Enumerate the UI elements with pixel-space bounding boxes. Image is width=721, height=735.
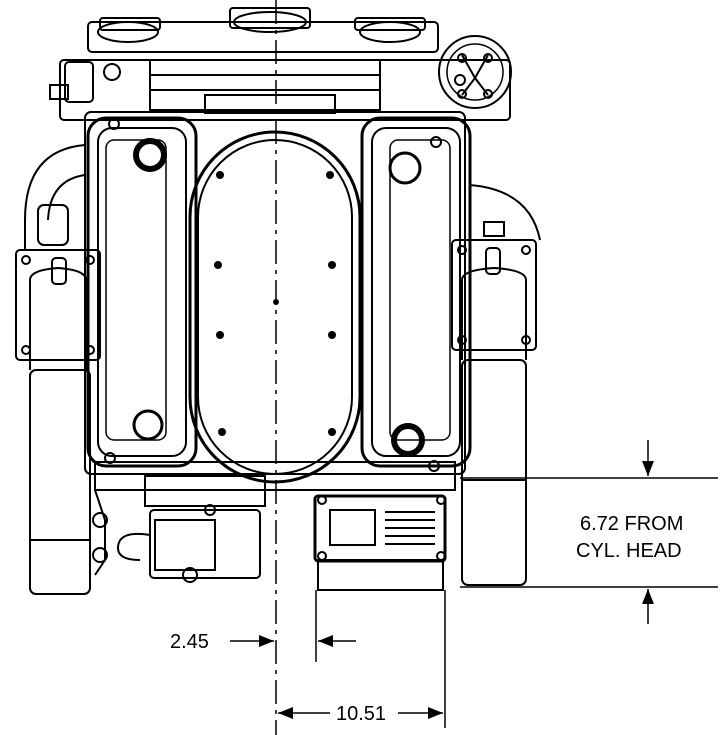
intake-plenum <box>188 130 362 484</box>
control-module <box>313 494 447 591</box>
left-valve-cover <box>86 116 198 468</box>
right-exhaust-pipe <box>461 359 527 586</box>
height-dimension-label-line1: 6.72 FROM <box>580 513 683 535</box>
right-exhaust-manifold <box>451 184 541 360</box>
left-exhaust-pipe <box>29 369 91 595</box>
idler-pulley <box>438 35 512 109</box>
width-dimension-label: 10.51 <box>336 703 386 725</box>
offset-dimension-label: 2.45 <box>170 631 209 653</box>
left-exhaust-manifold <box>15 144 101 370</box>
lower-components <box>92 475 266 583</box>
height-dimension <box>460 440 718 624</box>
offset-dimension <box>230 590 356 662</box>
belt-drive-assembly <box>49 7 511 121</box>
plenum-bolts <box>214 171 336 436</box>
height-dimension-label-line2: CYL. HEAD <box>576 540 682 562</box>
right-valve-cover <box>360 116 472 472</box>
width-dimension <box>278 590 446 728</box>
